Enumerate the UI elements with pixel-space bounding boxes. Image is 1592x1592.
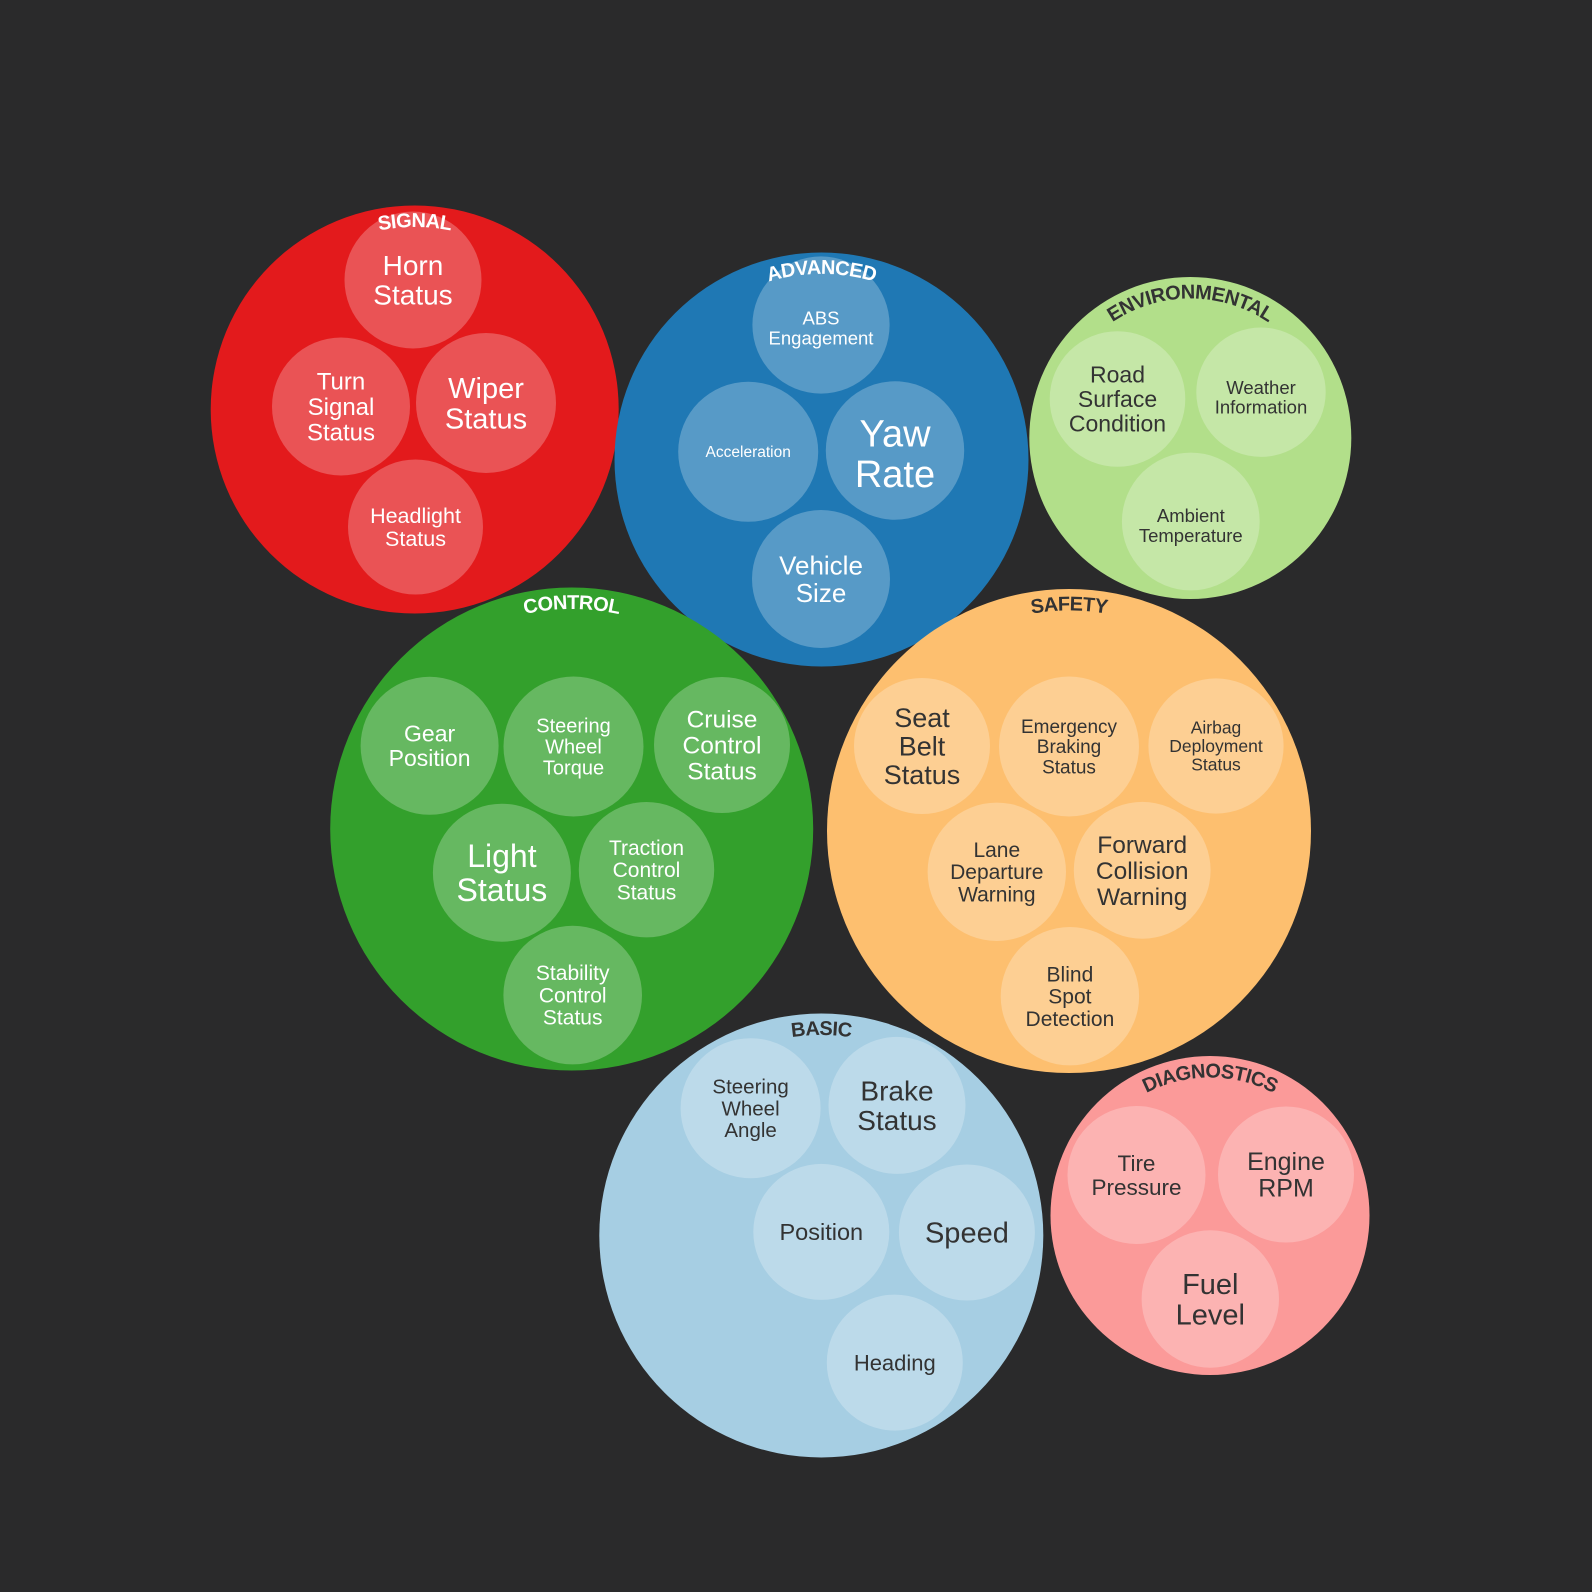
svg-text:SIGNAL: SIGNAL (376, 210, 453, 236)
svg-text:Acceleration: Acceleration (706, 444, 791, 461)
svg-text:Position: Position (779, 1219, 863, 1245)
svg-text:BASIC: BASIC (790, 1018, 853, 1042)
svg-text:Speed: Speed (925, 1218, 1009, 1250)
svg-text:Heading: Heading (854, 1350, 936, 1375)
